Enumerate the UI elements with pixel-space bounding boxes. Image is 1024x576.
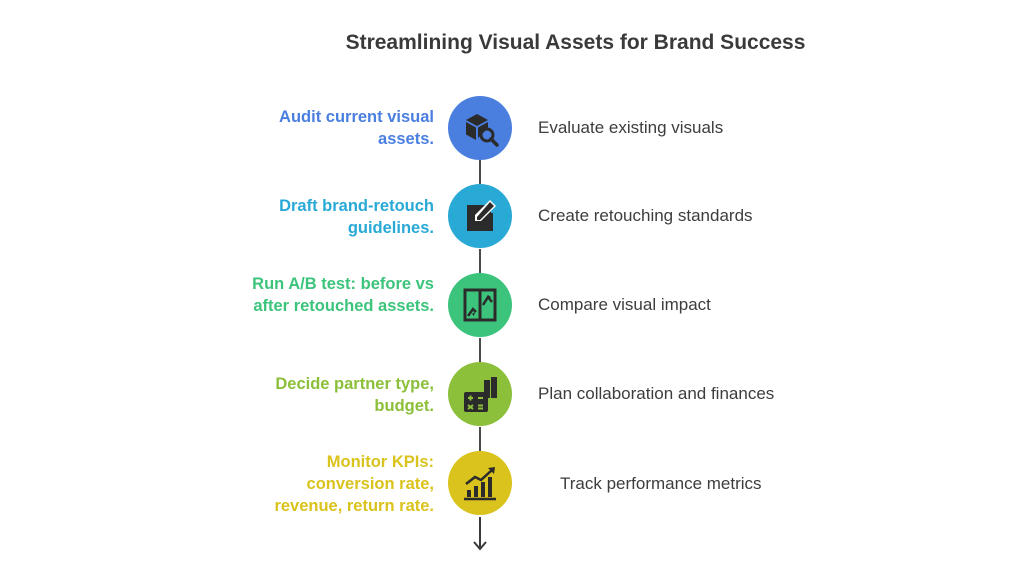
step-circle-kpis (448, 451, 512, 515)
step-title-kpis: Monitor KPIs: conversion rate, revenue, … (274, 453, 434, 515)
connector-line (479, 427, 481, 451)
growth-chart-icon (464, 467, 496, 501)
pencil-edit-icon (467, 200, 496, 231)
step-circle-guidelines (448, 184, 512, 248)
step-desc-kpis: Track performance metrics (560, 474, 762, 493)
diagram-title: Streamlining Visual Assets for Brand Suc… (345, 31, 806, 54)
connector-line (479, 249, 481, 273)
comparison-window-icon (463, 288, 497, 322)
arrow-down-icon (473, 517, 487, 551)
box-search-icon (466, 114, 499, 147)
step-title-audit: Audit current visual assets. (279, 108, 434, 148)
step-circle-ab-test (448, 273, 512, 337)
step-desc-audit: Evaluate existing visuals (538, 118, 724, 137)
step-circle-partner (448, 362, 512, 426)
step-title-guidelines: Draft brand-retouch guidelines. (279, 197, 434, 237)
step-desc-guidelines: Create retouching standards (538, 206, 753, 225)
connector-line (479, 160, 481, 184)
step-title-ab-test: Run A/B test: before vs after retouched … (252, 275, 434, 315)
calculator-buildings-icon (464, 377, 497, 412)
connector-line (479, 338, 481, 362)
step-title-partner: Decide partner type, budget. (275, 375, 434, 415)
step-circle-audit (448, 96, 512, 160)
step-desc-ab-test: Compare visual impact (538, 295, 711, 314)
step-desc-partner: Plan collaboration and finances (538, 384, 775, 403)
